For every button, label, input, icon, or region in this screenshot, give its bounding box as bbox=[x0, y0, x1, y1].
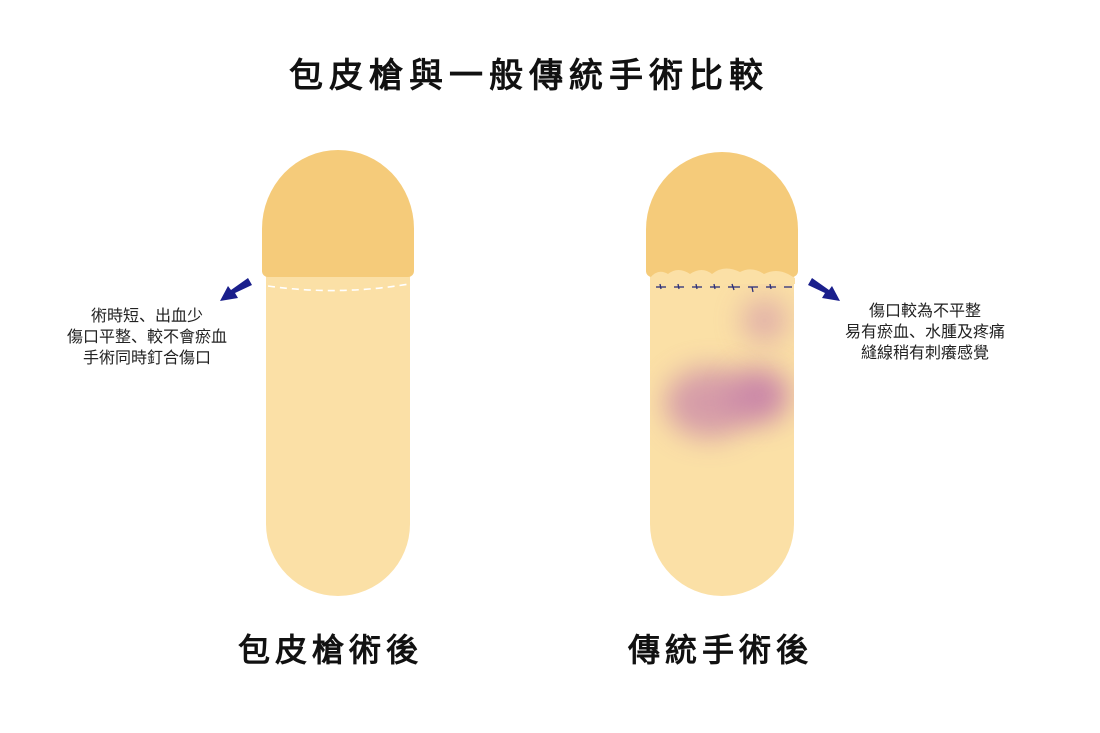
left-note-line: 手術同時釘合傷口 bbox=[82, 348, 211, 367]
right-shaft bbox=[650, 268, 794, 596]
left-note-line: 傷口平整、較不會瘀血 bbox=[66, 327, 227, 346]
right-notes: 傷口較為不平整 易有瘀血、水腫及疼痛 縫線稍有刺癢感覺 bbox=[815, 300, 1035, 363]
left-glans bbox=[262, 150, 414, 277]
right-note-line: 縫線稍有刺癢感覺 bbox=[860, 343, 989, 362]
right-illustration bbox=[646, 152, 801, 602]
right-glans bbox=[646, 152, 798, 277]
right-note-line: 易有瘀血、水腫及疼痛 bbox=[844, 322, 1005, 341]
staple-line bbox=[267, 283, 410, 292]
left-shaft bbox=[266, 268, 410, 596]
left-note-line: 術時短、出血少 bbox=[90, 306, 203, 325]
left-label: 包皮槍術後 bbox=[238, 631, 424, 669]
swelling-edge bbox=[650, 268, 795, 284]
left-illustration bbox=[262, 150, 417, 600]
arrow-down-right-icon bbox=[808, 278, 840, 301]
arrow-down-left-icon bbox=[220, 278, 252, 301]
bruise bbox=[730, 368, 790, 423]
left-notes: 術時短、出血少 傷口平整、較不會瘀血 手術同時釘合傷口 bbox=[42, 305, 252, 368]
suture-line bbox=[656, 283, 792, 293]
bruise bbox=[742, 298, 787, 343]
right-label: 傳統手術後 bbox=[628, 631, 814, 669]
page-title: 包皮槍與一般傳統手術比較 bbox=[289, 56, 769, 96]
right-note-line: 傷口較為不平整 bbox=[868, 301, 981, 320]
